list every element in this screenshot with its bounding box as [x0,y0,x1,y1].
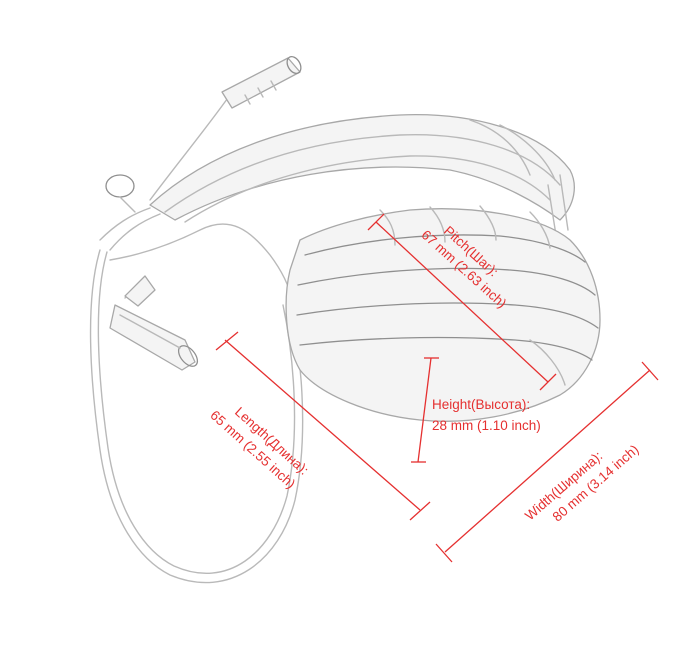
length-dimension-line [215,331,431,521]
pitch-dimension-line [367,213,557,391]
ptt-connector [109,275,199,371]
mic-boom [99,55,302,251]
cable [89,223,304,584]
ear-cup [285,205,601,422]
headband [149,114,575,236]
height-value: 28 mm (1.10 inch) [432,418,541,433]
width-dimension-line [435,361,659,563]
height-label: Height(Высота): [432,397,530,412]
height-dimension-line [411,357,439,463]
